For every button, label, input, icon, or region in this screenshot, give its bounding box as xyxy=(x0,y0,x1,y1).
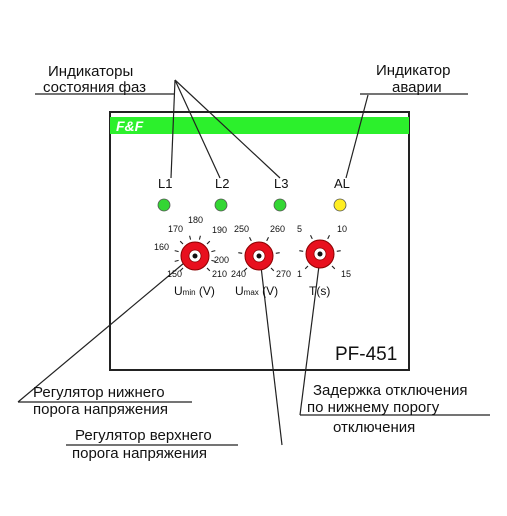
brand-stripe xyxy=(110,117,409,134)
phase-indicators-label-2: состояния фаз xyxy=(43,79,146,96)
umin-scale-170: 170 xyxy=(168,224,183,234)
brand-logo: F&F xyxy=(116,118,144,134)
t-scale-15: 15 xyxy=(341,269,351,279)
device-housing xyxy=(109,111,410,371)
t-tick xyxy=(304,265,309,270)
led-l2 xyxy=(214,198,228,212)
alarm-indicator-label-1: Индикатор xyxy=(376,62,451,79)
t-tick xyxy=(331,265,336,270)
t-tick xyxy=(310,235,313,240)
umin-caption: Umin (V) xyxy=(174,284,215,298)
umin-tick xyxy=(174,250,179,253)
umax-tick xyxy=(266,237,269,242)
max-regulator-label-2: порога напряжения xyxy=(72,445,207,462)
umax-tick xyxy=(238,252,243,254)
model-name: PF-451 xyxy=(335,344,397,365)
t-tick xyxy=(336,250,341,252)
min-regulator-label-1: Регулятор нижнего xyxy=(33,384,165,401)
t-scale-5: 5 xyxy=(297,224,302,234)
umin-scale-200: 200 xyxy=(214,255,229,265)
t-tick xyxy=(327,235,330,240)
umax-knob[interactable] xyxy=(244,241,274,271)
dial-ticks xyxy=(174,235,341,272)
callout-lines xyxy=(17,79,490,446)
umax-caption: Umax (V) xyxy=(235,284,278,298)
led-l3 xyxy=(273,198,287,212)
umin-tick xyxy=(179,267,184,272)
umin-tick xyxy=(189,235,192,240)
umax-scale-260: 260 xyxy=(270,224,285,234)
led-al xyxy=(333,198,347,212)
umin-tick xyxy=(211,259,216,262)
umax-tick xyxy=(243,267,248,272)
t-knob[interactable] xyxy=(305,239,335,269)
delay-label-2: по нижнему порогу xyxy=(307,399,440,416)
min-regulator-label-2: порога напряжения xyxy=(33,401,168,418)
phase-indicators-label-1: Индикаторы xyxy=(48,63,133,80)
umin-tick xyxy=(211,250,216,253)
umin-tick xyxy=(206,267,211,272)
led-label-l3: L3 xyxy=(274,176,288,191)
t-scale-10: 10 xyxy=(337,224,347,234)
umax-scale-240: 240 xyxy=(231,269,246,279)
umin-scale-150: 150 xyxy=(167,269,182,279)
umin-scale-210: 210 xyxy=(212,269,227,279)
led-label-al: AL xyxy=(334,176,350,191)
delay-label-3: отключения xyxy=(333,419,415,436)
umax-tick xyxy=(270,267,275,272)
umin-scale-190: 190 xyxy=(212,225,227,235)
t-scale-1: 1 xyxy=(297,269,302,279)
led-label-l2: L2 xyxy=(215,176,229,191)
alarm-indicator-label-2: аварии xyxy=(392,79,442,96)
t-tick xyxy=(299,250,304,252)
umin-scale-180: 180 xyxy=(188,215,203,225)
umin-tick xyxy=(206,240,211,245)
umin-tick xyxy=(179,240,184,245)
t-caption: T(s) xyxy=(309,284,330,298)
umin-knob[interactable] xyxy=(180,241,210,271)
umax-scale-270: 270 xyxy=(276,269,291,279)
umin-tick xyxy=(198,235,201,240)
delay-label-1: Задержка отключения xyxy=(313,382,468,399)
umax-tick xyxy=(249,237,252,242)
led-l1 xyxy=(157,198,171,212)
umax-tick xyxy=(275,252,280,254)
umin-tick xyxy=(174,259,179,262)
umin-scale-160: 160 xyxy=(154,242,169,252)
max-regulator-label-1: Регулятор верхнего xyxy=(75,427,212,444)
led-label-l1: L1 xyxy=(158,176,172,191)
umax-scale-250: 250 xyxy=(234,224,249,234)
